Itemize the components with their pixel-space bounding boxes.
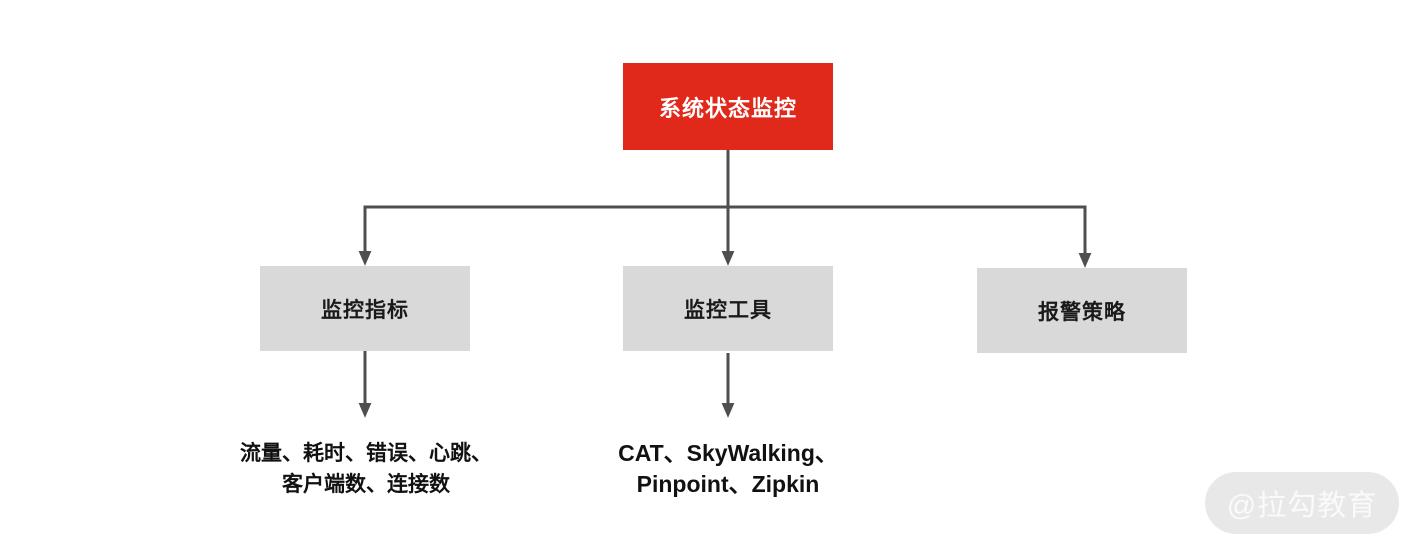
node-monitoring-metrics: 监控指标 [260,266,470,351]
leaf-tools-list-line-2: Pinpoint、Zipkin [636,471,820,497]
node-monitoring-tools: 监控工具 [623,266,833,351]
node-alert-policy-label: 报警策略 [1038,300,1126,324]
leaf-metrics-list-line-2: 客户端数、连接数 [282,473,450,496]
watermark-label: @拉勾教育 [1226,490,1378,522]
leaf-metrics-list: 流量、耗时、错误、心跳、 客户端数、连接数 [188,438,544,500]
node-monitoring-metrics-label: 监控指标 [321,298,409,322]
leaf-metrics-list-line-1: 流量、耗时、错误、心跳、 [240,442,492,465]
node-monitoring-tools-label: 监控工具 [684,298,772,322]
node-system-status-monitoring-label: 系统状态监控 [658,95,797,121]
leaf-tools-list: CAT、SkyWalking、 Pinpoint、Zipkin [550,438,906,500]
node-system-status-monitoring: 系统状态监控 [623,63,833,150]
leaf-tools-list-line-1: CAT、SkyWalking、 [618,440,838,466]
node-alert-policy: 报警策略 [977,268,1187,353]
watermark-badge: @拉勾教育 [1205,472,1399,534]
